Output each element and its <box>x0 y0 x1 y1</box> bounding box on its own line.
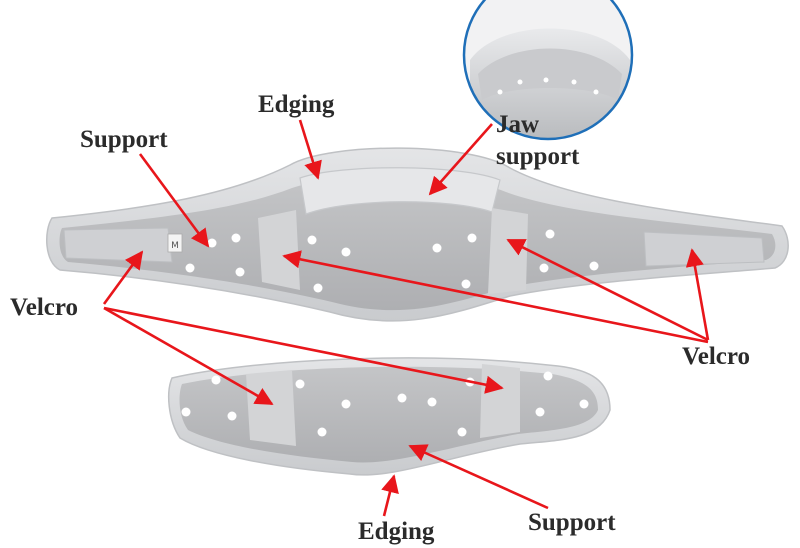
small-collar-holes <box>181 371 589 437</box>
size-tag-text: M <box>171 241 179 251</box>
right-support-band <box>488 208 528 294</box>
arrow-support-bottom <box>408 444 549 510</box>
large-collar-holes <box>185 229 599 293</box>
right-velcro-panel <box>643 231 765 267</box>
label-support-left: Support <box>80 126 168 153</box>
arrow-velcro-right-2 <box>506 238 709 342</box>
arrow-support-left <box>138 153 210 248</box>
arrow-jaw-support <box>428 123 493 196</box>
jaw-support-fold <box>299 167 501 215</box>
arrow-edging-top <box>298 119 322 180</box>
arrow-velcro-left-3 <box>103 306 504 394</box>
label-edging-top: Edging <box>258 91 335 118</box>
label-jaw-support-line1: Jaw <box>496 111 539 138</box>
small-left-support-band <box>246 370 296 446</box>
label-velcro-right: Velcro <box>682 343 750 370</box>
arrow-velcro-left-1 <box>102 250 144 305</box>
arrow-velcro-left-2 <box>103 306 274 406</box>
small-right-support-band <box>480 364 520 438</box>
left-velcro-panel <box>63 227 173 263</box>
label-velcro-left: Velcro <box>10 294 78 321</box>
arrow-edging-bottom <box>381 474 399 517</box>
large-collar-body <box>59 176 776 311</box>
label-support-bottom: Support <box>528 509 616 536</box>
left-support-band <box>258 210 300 290</box>
label-edging-bottom: Edging <box>358 518 435 545</box>
size-tag <box>167 233 183 253</box>
arrow-velcro-right-3 <box>282 250 709 344</box>
large-collar-photo: M <box>46 147 789 322</box>
small-collar-photo <box>167 357 611 476</box>
label-jaw-support-line2: support <box>496 143 580 170</box>
arrow-velcro-right-1 <box>685 248 710 341</box>
jaw-support-closeup-inset <box>462 0 634 141</box>
annotation-arrows <box>102 119 710 517</box>
